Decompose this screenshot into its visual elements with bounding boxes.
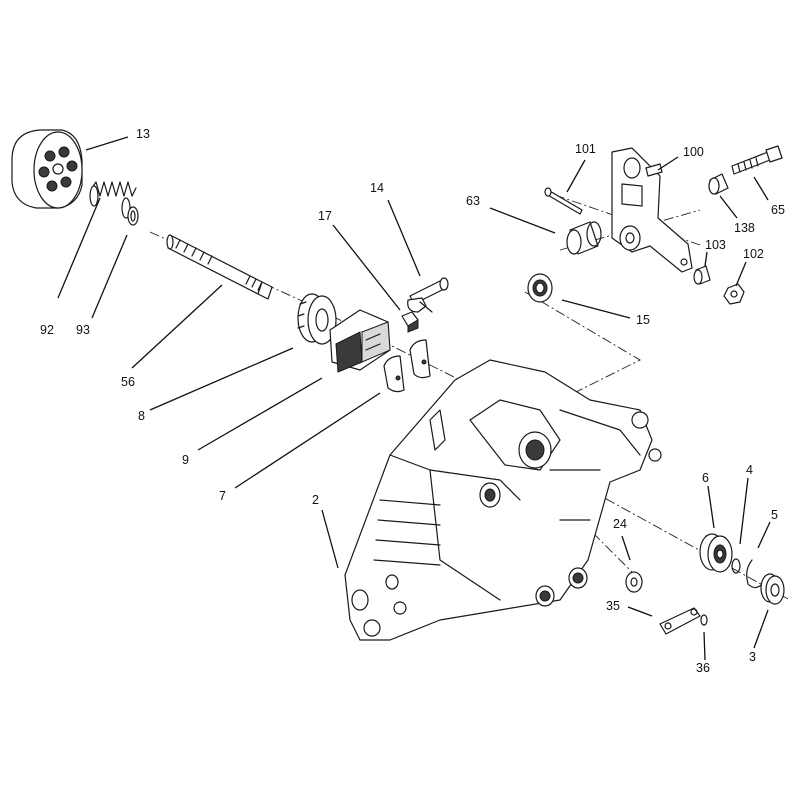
part-138-bushing	[708, 173, 729, 195]
callout-5: 5	[771, 508, 778, 522]
part-56-splined-shaft	[166, 234, 273, 300]
callout-17: 17	[318, 209, 332, 223]
part-36-pin	[700, 614, 708, 626]
part-14-trunnion-arm	[407, 277, 449, 313]
callout-3: 3	[749, 650, 756, 664]
callout-15: 15	[636, 313, 650, 327]
callout-102: 102	[743, 247, 764, 261]
callout-9: 9	[182, 453, 189, 467]
callout-103: 103	[705, 238, 726, 252]
callout-101: 101	[575, 142, 596, 156]
part-92-spring	[89, 181, 137, 219]
part-101-bolt	[544, 187, 583, 215]
callout-6: 6	[702, 471, 709, 485]
part-2-housing	[344, 359, 662, 641]
callout-100: 100	[683, 145, 704, 159]
part-15-seal	[527, 273, 553, 303]
callout-2: 2	[312, 493, 319, 507]
part-65-bolt	[731, 145, 783, 175]
callout-56: 56	[121, 375, 135, 389]
callout-13: 13	[136, 127, 150, 141]
callout-63: 63	[466, 194, 480, 208]
part-24-washer	[625, 571, 643, 593]
part-17-slider-block	[401, 311, 419, 333]
callout-14: 14	[370, 181, 384, 195]
part-3-seal	[760, 573, 785, 605]
part-103-bushing	[693, 265, 711, 285]
part-4-snap-ring	[731, 558, 741, 574]
part-8-thrust-bearing	[297, 293, 337, 345]
callout-35: 35	[606, 599, 620, 613]
callout-7: 7	[219, 489, 226, 503]
part-63-spacer	[566, 221, 602, 255]
callout-24: 24	[613, 517, 627, 531]
callout-138: 138	[734, 221, 755, 235]
part-35-link	[659, 607, 701, 635]
part-102-nut	[723, 283, 745, 305]
callout-93: 93	[76, 323, 90, 337]
callout-labels: 13 92 93 56 8 9 7 17 14 2 101 100 63 138…	[40, 127, 785, 675]
leader-lines	[57, 136, 771, 661]
part-93-washer	[127, 206, 139, 226]
part-7-cradle-bearings	[383, 339, 431, 393]
callout-4: 4	[746, 463, 753, 477]
part-6-bearing	[699, 533, 733, 573]
callout-92: 92	[40, 323, 54, 337]
part-13-cylinder-block	[11, 129, 83, 209]
part-5-retaining-ring	[746, 559, 765, 589]
callout-8: 8	[138, 409, 145, 423]
part-9-swashplate	[329, 309, 391, 373]
callout-65: 65	[771, 203, 785, 217]
part-100-bracket	[611, 147, 693, 273]
callout-36: 36	[696, 661, 710, 675]
